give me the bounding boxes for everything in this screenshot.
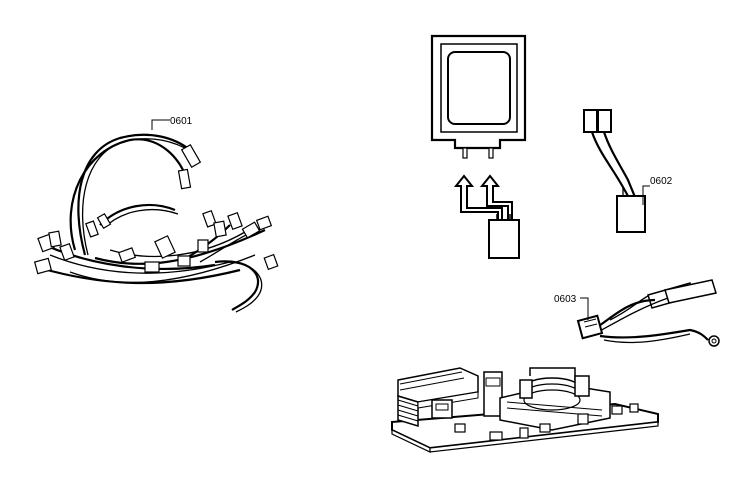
plug-in-module[interactable] — [430, 34, 527, 159]
part-label-0603: 0603 — [554, 294, 577, 305]
transformer — [499, 367, 611, 431]
part-label-0602: 0602 — [650, 176, 673, 187]
leader-line-0602 — [642, 185, 650, 205]
heatsink — [397, 367, 479, 428]
leader-line-0603 — [580, 297, 589, 320]
wiring-harness-0601[interactable] — [33, 133, 279, 313]
insertion-arrows — [453, 174, 513, 223]
leader-line-0601 — [151, 119, 170, 130]
cable-adapter-0602[interactable] — [583, 109, 646, 233]
small-plug-connector[interactable] — [488, 214, 520, 259]
cable-ring-terminal-0603[interactable] — [576, 279, 720, 347]
part-label-0601: 0601 — [170, 116, 193, 127]
circuit-board-assembly[interactable] — [391, 367, 659, 453]
